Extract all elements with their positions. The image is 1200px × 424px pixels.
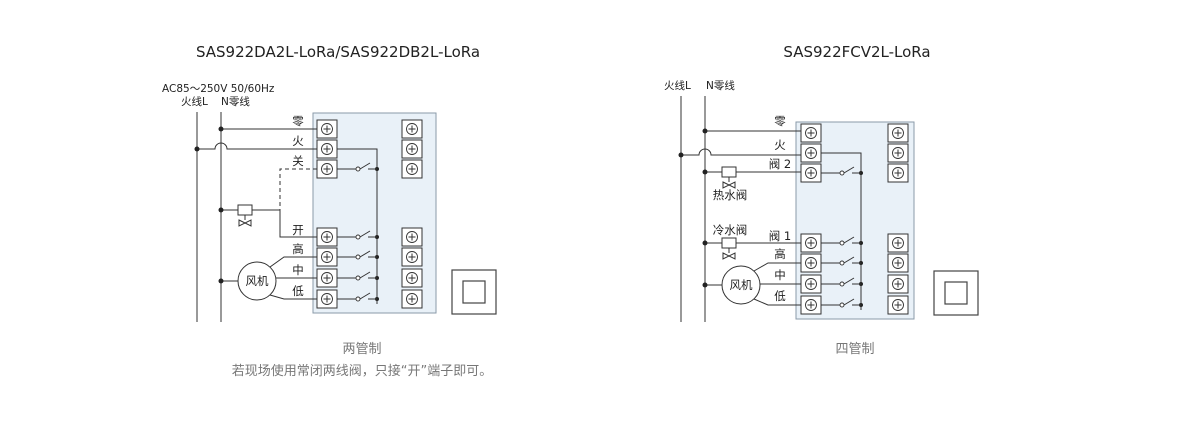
left-caption: 两管制 (342, 342, 381, 357)
left-neutral-label: N零线 (221, 95, 250, 108)
r-label-valve2: 阀 2 (769, 157, 791, 171)
label-close: 关 (292, 154, 304, 168)
label-live: 火 (292, 134, 304, 148)
r-label-valve1: 阀 1 (769, 229, 791, 243)
r-label-high: 高 (774, 247, 786, 261)
left-note: 若现场使用常闭两线阀，只接“开”端子即可。 (232, 363, 492, 379)
left-valve-icon (237, 204, 253, 227)
terminal-open (316, 227, 338, 247)
label-low: 低 (292, 284, 304, 298)
label-high: 高 (292, 242, 304, 256)
r-wire-live (681, 148, 801, 156)
hot-valve-label: 热水阀 (713, 188, 748, 202)
hot-valve-icon (721, 166, 737, 189)
right-live-label: 火线L (664, 79, 691, 92)
r-label-zero: 零 (774, 114, 786, 128)
terminal-close (316, 159, 338, 179)
right-caption: 四管制 (835, 342, 874, 357)
right-internal-switches (821, 152, 863, 310)
right-diagram: SAS922FCV2L-LoRa 火线L N零线 零 火 阀 2 阀 1 (664, 43, 979, 357)
wire-low (269, 294, 317, 300)
right-fan-label: 风机 (730, 278, 753, 292)
left-title: SAS922DA2L-LoRa/SAS922DB2L-LoRa (196, 43, 480, 61)
terminal-mid (316, 268, 338, 288)
left-internal-switches (337, 148, 379, 304)
r-label-low: 低 (774, 289, 786, 303)
terminal-high (316, 247, 338, 267)
terminal-low (316, 289, 338, 309)
wire-close-dashed (258, 168, 317, 211)
r-wire-high (753, 262, 801, 272)
label-zero: 零 (292, 114, 304, 128)
label-mid: 中 (292, 263, 304, 277)
wire-high (269, 256, 317, 268)
left-fan-label: 风机 (246, 274, 269, 288)
cold-valve-icon (721, 237, 737, 260)
wire-live (197, 142, 317, 150)
r-label-live: 火 (774, 138, 786, 152)
terminal-zero (316, 119, 338, 139)
cold-valve-label: 冷水阀 (713, 223, 748, 237)
right-title: SAS922FCV2L-LoRa (783, 43, 930, 61)
r-label-mid: 中 (774, 268, 786, 282)
label-open: 开 (292, 223, 304, 237)
r-wire-low (753, 298, 801, 306)
terminal-live (316, 139, 338, 159)
left-supply-label: AC85～250V 50/60Hz (162, 83, 275, 95)
left-live-label: 火线L (181, 95, 208, 108)
wire-open (252, 209, 317, 238)
left-diagram: SAS922DA2L-LoRa/SAS922DB2L-LoRa AC85～250… (162, 43, 497, 379)
right-neutral-label: N零线 (706, 79, 735, 92)
